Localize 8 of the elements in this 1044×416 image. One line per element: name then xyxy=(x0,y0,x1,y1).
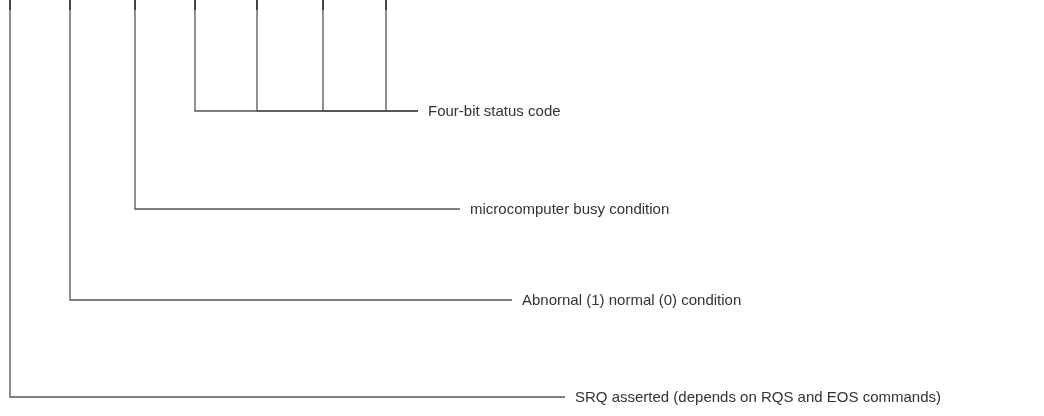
callout-text: SRQ asserted (depends on RQS and EOS commands) xyxy=(575,388,941,406)
leader-line xyxy=(69,9,513,301)
callout-text: Abnornal (1) normal (0) condition xyxy=(522,291,742,309)
leader-line xyxy=(385,9,419,112)
leader-line xyxy=(134,9,461,210)
callout-text: microcomputer busy condition xyxy=(470,200,670,218)
leader-line xyxy=(9,9,566,398)
callout-text: Four-bit status code xyxy=(428,102,561,120)
